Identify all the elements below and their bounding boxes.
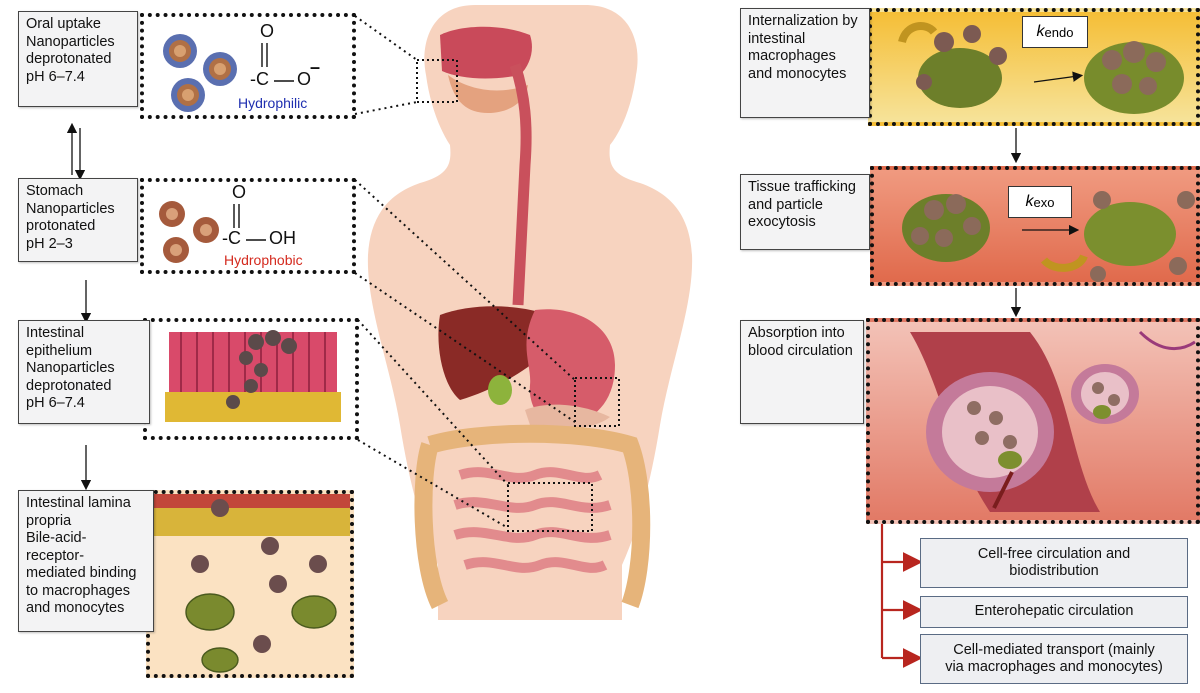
macrophage-binding-illustration (150, 494, 350, 673)
outcome-enterohepatic-circulation: Enterohepatic circulation (920, 596, 1188, 628)
absorption-panel (866, 318, 1200, 524)
exocytosis-illustration (902, 191, 1195, 282)
digestive-system-illustration (367, 5, 693, 620)
lamina-propria-panel (146, 490, 354, 678)
double-bond-icon (261, 43, 268, 67)
kendo-subscript: endo (1044, 24, 1074, 40)
epithelium-panel (143, 318, 359, 440)
carbonyl-oxygen: O (260, 21, 275, 41)
single-bond-icon-2 (246, 239, 266, 241)
carbonyl-oxygen-2: O (232, 182, 247, 202)
outcome-cell-mediated-transport: Cell-mediated transport (mainly via macr… (920, 634, 1188, 684)
protonated-nanoparticle-icon (159, 201, 219, 263)
oral-uptake-label: Oral uptake Nanoparticles deprotonated p… (18, 11, 138, 107)
kexo-subscript: exo (1033, 194, 1055, 210)
outcome-arrows (880, 524, 923, 668)
oral-uptake-panel: O -C O – Hydrophilic (140, 13, 356, 119)
right-flow-arrows (1010, 128, 1022, 318)
hydroxyl-group: OH (269, 228, 296, 248)
panel-connectors (354, 15, 576, 529)
stomach-panel: O -C OH Hydrophobic (140, 178, 356, 274)
carbon-group: -C (250, 69, 269, 89)
carbon-group-2: -C (222, 228, 241, 248)
single-bond-icon (274, 80, 294, 82)
internalization-label: Internalization by intestinal macrophage… (740, 8, 870, 118)
macrophage-endocytosis-illustration (898, 22, 1184, 114)
lamina-propria-label: Intestinal lamina propria Bile-acid- rec… (18, 490, 154, 632)
carboxylate-oxygen: O (297, 69, 312, 89)
outcome-cell-free-circulation: Cell-free circulation and biodistributio… (920, 538, 1188, 588)
nanoparticle-cluster-icon (163, 34, 237, 112)
negative-charge: – (310, 57, 321, 77)
epithelium-label: Intestinal epithelium Nanoparticles depr… (18, 320, 150, 424)
kexo-symbol: k (1025, 193, 1034, 210)
kendo-symbol: k (1036, 23, 1045, 40)
hydrophilic-tag: Hydrophilic (238, 95, 308, 111)
absorption-label: Absorption into blood circulation (740, 320, 864, 424)
blood-vessel-illustration (910, 330, 1196, 512)
tissue-trafficking-label: Tissue trafficking and particle exocytos… (740, 174, 870, 250)
epithelium-illustration (165, 330, 341, 422)
left-flow-arrows (66, 122, 92, 491)
double-bond-icon-2 (233, 204, 240, 228)
hydrophobic-tag: Hydrophobic (224, 252, 303, 268)
stomach-label: Stomach Nanoparticles protonated pH 2–3 (18, 178, 138, 262)
